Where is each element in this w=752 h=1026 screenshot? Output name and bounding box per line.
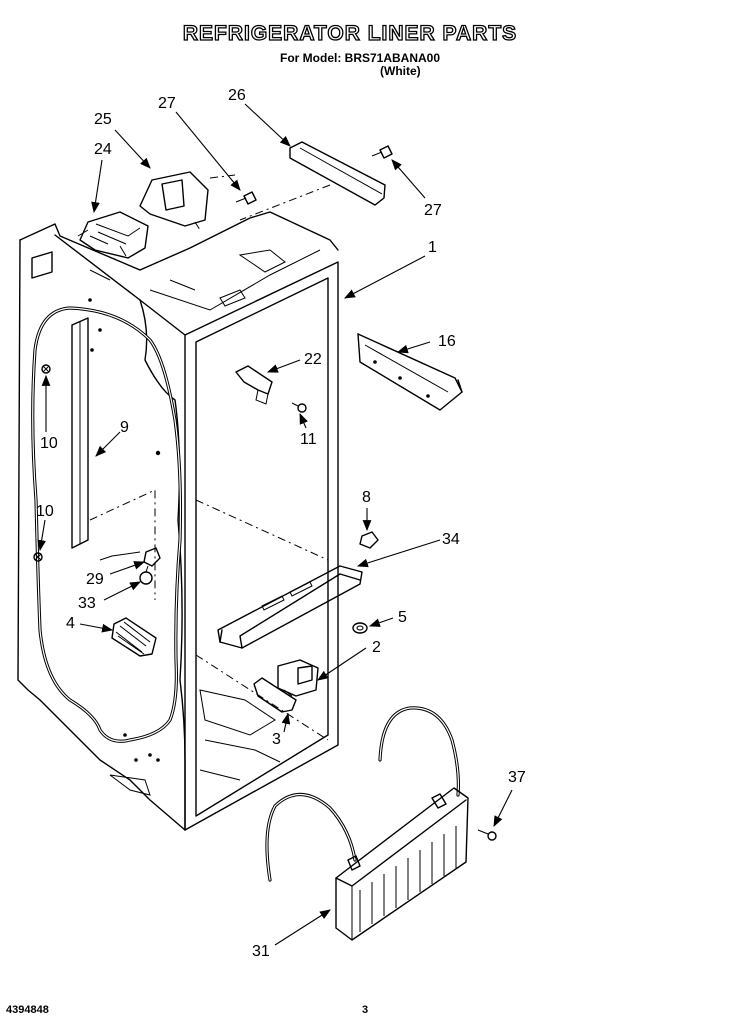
callout-22: 22 (304, 351, 322, 368)
part-24-box (77, 211, 149, 259)
part-5-nut (352, 622, 368, 634)
leader-lines (37, 103, 513, 946)
document-number: 4394848 (6, 1004, 49, 1016)
screw-37 (477, 829, 497, 841)
callout-29: 29 (86, 571, 104, 588)
callout-24: 24 (94, 141, 112, 158)
part-33-bulb (139, 565, 153, 585)
liner-cabinet (17, 211, 339, 831)
part-8-clip (359, 531, 379, 549)
callout-25: 25 (94, 111, 112, 128)
part-16-channel (357, 333, 463, 411)
part-3-bracket (253, 677, 297, 713)
screw-10-upper (41, 364, 51, 374)
part-4-grille (111, 617, 157, 657)
callout-33: 33 (78, 595, 96, 612)
callout-27-left: 27 (158, 95, 176, 112)
page-number: 3 (362, 1004, 369, 1016)
screw-11 (291, 402, 307, 413)
callout-4: 4 (66, 615, 75, 632)
callout-8: 8 (362, 489, 371, 506)
page-title: REFRIGERATOR LINER PARTS (182, 21, 518, 45)
callout-34: 34 (442, 531, 460, 548)
screw-27-left (235, 191, 257, 205)
model-line: For Model: BRS71ABANA00 (280, 51, 441, 65)
part-34-shield (217, 565, 363, 649)
callout-10-upper: 10 (40, 435, 58, 452)
callout-11: 11 (300, 431, 317, 448)
callout-31: 31 (252, 943, 270, 960)
screw-10-lower (33, 552, 43, 562)
callout-3: 3 (272, 731, 281, 748)
callout-10-lower: 10 (36, 503, 54, 520)
callout-9: 9 (120, 419, 129, 436)
callout-1: 1 (428, 239, 437, 256)
part-31-drain-heater (265, 706, 469, 941)
callout-5: 5 (398, 609, 407, 626)
callout-37: 37 (508, 769, 526, 786)
part-9-strip (71, 317, 89, 549)
part-22-bracket (235, 365, 273, 405)
callout-16: 16 (438, 333, 456, 350)
part-26-rail (239, 141, 386, 221)
callout-26: 26 (228, 87, 246, 104)
callout-27-right: 27 (424, 202, 442, 219)
part-25-cover (139, 171, 236, 231)
heater-wire (31, 306, 183, 743)
color-line: (White) (380, 64, 421, 78)
screw-27-right (371, 145, 393, 159)
callout-2: 2 (372, 639, 381, 656)
part-29-socket (99, 547, 161, 567)
